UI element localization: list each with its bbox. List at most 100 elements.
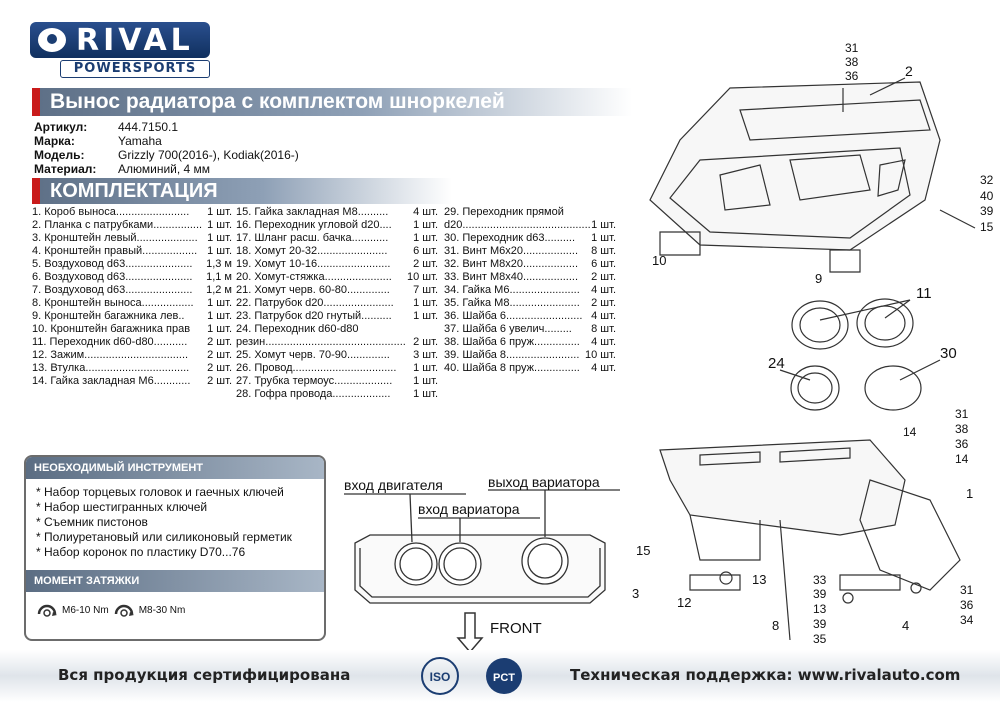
callout-label: 39 <box>813 617 827 631</box>
callout-label: 30 <box>940 345 957 362</box>
torque-item: M6-10 Nm <box>36 600 109 620</box>
part-item: 20. Хомут-стяжка......................10… <box>236 271 438 284</box>
part-qty: 6 шт. <box>591 258 616 270</box>
spec-row: Модель: Grizzly 700(2016-), Kodiak(2016-) <box>34 148 299 162</box>
front-view-diagram <box>344 489 620 654</box>
callouts-top: 31 38 36 2 32 40 39 15 10 9 11 24 30 <box>652 41 994 372</box>
part-name: 7. Воздуховод d63...................... <box>32 284 193 296</box>
tool-item: * Съемник пистонов <box>36 515 148 529</box>
part-item: 21. Хомут черв. 60-80..............7 шт. <box>236 284 438 297</box>
part-item: 5. Воздуховод d63......................1… <box>32 258 232 271</box>
spec-value: Алюминий, 4 мм <box>118 162 211 176</box>
torque-value: M6-10 Nm <box>62 604 109 616</box>
part-qty: 4 шт. <box>591 310 616 322</box>
callout-label: 14 <box>903 425 917 439</box>
tools-title: НЕОБХОДИМЫЙ ИНСТРУМЕНТ <box>26 457 324 479</box>
part-name: 9. Кронштейн багажника лев.. <box>32 310 185 322</box>
part-qty: 6 шт. <box>413 245 438 257</box>
part-qty: 4 шт. <box>591 284 616 296</box>
callout-label: 4 <box>902 618 909 633</box>
pct-cert-icon: PCT <box>486 658 522 694</box>
part-item: 16. Переходник угловой d20....1 шт. <box>236 219 438 232</box>
part-name: 23. Патрубок d20 гнутый.......... <box>236 310 392 322</box>
part-name: 11. Переходник d60-d80........... <box>32 336 188 348</box>
part-qty: 1 шт. <box>207 232 232 244</box>
part-name: 16. Переходник угловой d20.... <box>236 219 392 231</box>
part-name: 36. Шайба 6......................... <box>444 310 583 322</box>
torque-value: M8-30 Nm <box>138 604 186 616</box>
part-qty: 1,3 м <box>206 258 232 270</box>
part-item: 39. Шайба 8........................10 шт… <box>444 349 616 362</box>
part-qty: 1 шт. <box>207 245 232 257</box>
part-name: 2. Планка с патрубками................ <box>32 219 203 231</box>
part-qty: 1 шт. <box>413 388 438 400</box>
part-item: 25. Хомут черв. 70-90..............3 шт. <box>236 349 438 362</box>
part-name: 15. Гайка закладная М8.......... <box>236 206 389 218</box>
part-qty: 1 шт. <box>413 310 438 322</box>
part-qty: 4 шт. <box>591 336 616 348</box>
part-qty: 4 шт. <box>413 206 438 218</box>
part-qty: 1 шт. <box>207 219 232 231</box>
engine-inlet-label: вход двигателя <box>344 477 443 493</box>
callout-label: 35 <box>813 632 827 646</box>
callout-label: 36 <box>960 598 974 612</box>
part-item: 30. Переходник d63..........1 шт. <box>444 232 616 245</box>
part-item: 34. Гайка М6.......................4 шт. <box>444 284 616 297</box>
part-qty: 2 шт. <box>207 336 232 348</box>
callout-label: 34 <box>960 613 974 627</box>
part-qty: 2 шт. <box>207 375 232 387</box>
part-name: 38. Шайба 6 пруж............... <box>444 336 580 348</box>
part-name: 39. Шайба 8........................ <box>444 349 580 361</box>
front-label: FRONT <box>490 620 542 637</box>
part-name: 17. Шланг расш. бачка............ <box>236 232 389 244</box>
part-item: 27. Трубка термоус...................1 ш… <box>236 375 438 388</box>
lower-assembly-drawing <box>659 439 961 641</box>
part-item: 18. Хомут 20-32....................... 6 … <box>236 245 438 258</box>
part-item: 38. Шайба 6 пруж............... 4 шт. <box>444 336 616 349</box>
title-bar: Вынос радиатора с комплектом шноркелей <box>32 88 632 116</box>
part-name: 32. Винт М8х20.................. <box>444 258 579 270</box>
tools-box: НЕОБХОДИМЫЙ ИНСТРУМЕНТ * Набор торцевых … <box>24 455 326 641</box>
callout-label: 39 <box>813 587 827 601</box>
tool-item: * Набор коронок по пластику D70...76 <box>36 545 246 559</box>
spec-key: Марка: <box>34 134 75 148</box>
part-name: 1. Короб выноса........................ <box>32 206 190 218</box>
callout-label: 39 <box>980 204 994 218</box>
part-name: 4. Кронштейн правый.................. <box>32 245 198 257</box>
part-item: 12. Зажим...............................… <box>32 349 232 362</box>
part-item: 7. Воздуховод d63......................1… <box>32 284 232 297</box>
torque-row: M6-10 Nm M8-30 Nm <box>26 592 324 628</box>
part-name: 35. Гайка М8....................... <box>444 297 580 309</box>
part-item: 15. Гайка закладная М8.......... 4 шт. <box>236 206 438 219</box>
callout-label: 15 <box>980 220 994 234</box>
torque-item: M8-30 Nm <box>113 600 186 620</box>
spec-value: Grizzly 700(2016-), Kodiak(2016-) <box>118 148 299 162</box>
callout-label: 8 <box>772 618 779 633</box>
part-name: 29. Переходник прямой <box>444 206 564 218</box>
part-item: 4. Кронштейн правый.................. 1 ш… <box>32 245 232 258</box>
part-qty: 2 шт. <box>207 349 232 361</box>
kit-section-bar: КОМПЛЕКТАЦИЯ <box>32 178 452 204</box>
callout-label: 10 <box>652 253 666 268</box>
part-qty: 1 шт. <box>413 232 438 244</box>
spec-row: Марка:Yamaha <box>34 134 299 148</box>
part-name: 25. Хомут черв. 70-90.............. <box>236 349 390 361</box>
callout-label: 13 <box>813 602 827 616</box>
tool-item: * Набор торцевых головок и гаечных ключе… <box>36 485 284 499</box>
spec-row: Артикул:444.7150.1 <box>34 120 299 134</box>
part-qty: 2 шт. <box>591 271 616 283</box>
callout-label: 11 <box>916 285 932 302</box>
callout-label: 3 <box>632 586 639 601</box>
spec-value: 444.7150.1 <box>118 120 179 134</box>
callout-label: 2 <box>905 63 913 79</box>
logo-badge: RIVAL <box>30 22 210 58</box>
part-name: 18. Хомут 20-32....................... <box>236 245 388 257</box>
part-name: 31. Винт М6х20.................. <box>444 245 579 257</box>
callout-label: 40 <box>980 189 994 203</box>
part-item: 9. Кронштейн багажника лев.. 1 шт. <box>32 310 232 323</box>
callout-label: 24 <box>768 355 785 372</box>
spec-row: Материал:Алюминий, 4 мм <box>34 162 299 176</box>
part-name: 22. Патрубок d20....................... <box>236 297 394 309</box>
spec-key: Модель: <box>34 148 85 162</box>
